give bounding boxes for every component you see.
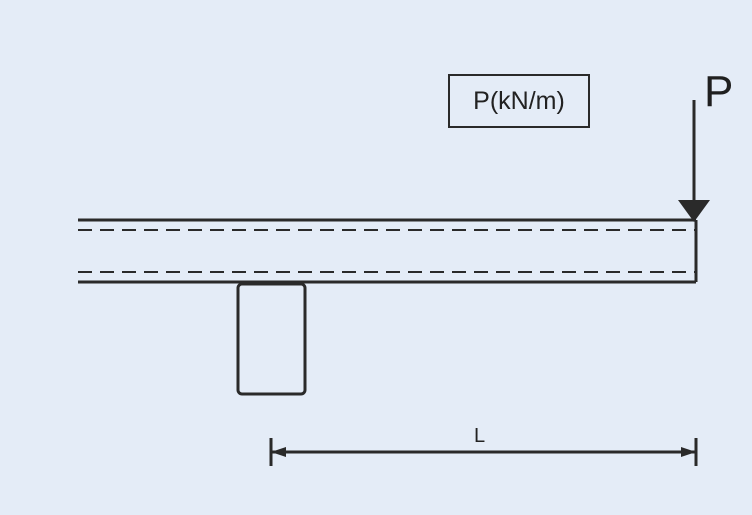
point-load-label: P (704, 67, 734, 116)
load-intensity-label: P(kN/m) (473, 86, 565, 115)
support-block (236, 282, 307, 396)
load-intensity-label-box: P(kN/m) (448, 74, 590, 128)
arrow-left-icon (271, 447, 286, 457)
span-length-label: L (474, 425, 486, 447)
arrow-down-icon (678, 200, 710, 222)
arrow-right-icon (681, 447, 696, 457)
